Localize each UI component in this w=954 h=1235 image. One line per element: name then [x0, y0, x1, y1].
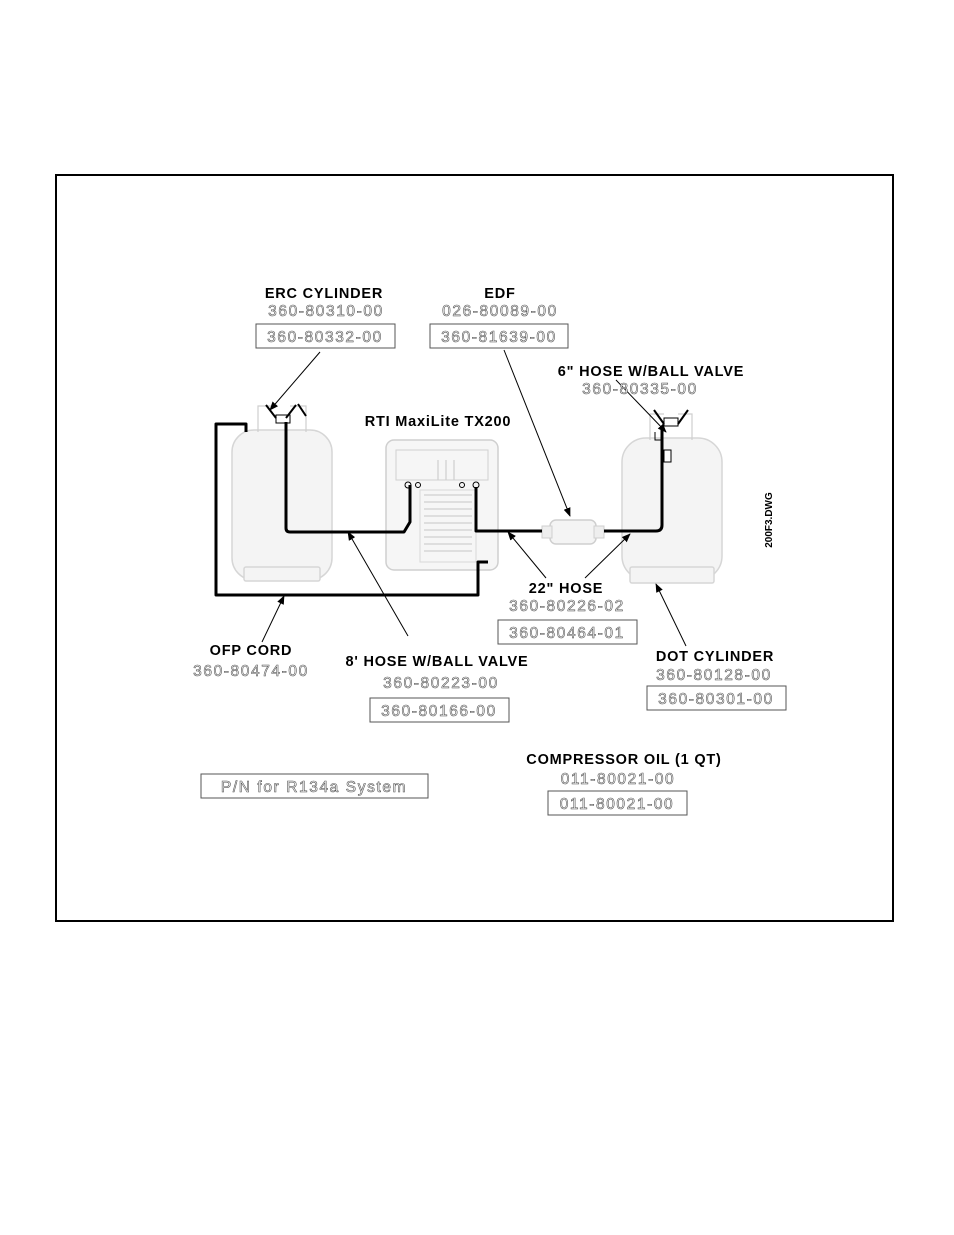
hose-22in-line [474, 487, 542, 533]
ofp-cord-title: OFP CORD [210, 643, 293, 659]
hose-8ft-line [284, 422, 412, 534]
legend-note: P/N for R134a System [221, 779, 407, 796]
hose-6in-line [604, 426, 664, 533]
compressor-oil-title: COMPRESSOR OIL (1 QT) [526, 752, 721, 768]
hose-22in-pn1: 360-80226-02 [509, 598, 625, 615]
hose-22in-title: 22" HOSE [529, 581, 604, 597]
hose-6in-pn1: 360-80335-00 [582, 381, 698, 398]
erc-cylinder-drawing [231, 403, 333, 582]
machine-drawing [385, 439, 499, 571]
edf-title: EDF [484, 286, 515, 302]
hose-22in-pn2: 360-80464-01 [509, 625, 625, 642]
dot-cylinder-title: DOT CYLINDER [656, 649, 774, 665]
drawing-id: 200F3.DWG [764, 492, 775, 548]
erc-cylinder-title: ERC CYLINDER [265, 286, 383, 302]
machine-title: RTI MaxiLite TX200 [365, 414, 512, 430]
edf-filter-drawing [541, 519, 605, 545]
dot-cylinder-drawing [621, 409, 723, 584]
compressor-oil-pn2: 011-80021-00 [560, 796, 675, 813]
dot-cylinder-pn1: 360-80128-00 [656, 667, 772, 684]
edf-pn2: 360-81639-00 [441, 329, 557, 346]
diagram-border [55, 174, 894, 922]
hose-8ft-pn2: 360-80166-00 [381, 703, 497, 720]
ofp-cord-pn1: 360-80474-00 [193, 663, 309, 680]
edf-pn1: 026-80089-00 [442, 303, 558, 320]
hose-8ft-title: 8' HOSE W/BALL VALVE [346, 654, 529, 670]
dot-cylinder-pn2: 360-80301-00 [658, 691, 774, 708]
ofp-cord-line [214, 422, 488, 597]
hose-8ft-pn1: 360-80223-00 [383, 675, 499, 692]
compressor-oil-pn1: 011-80021-00 [561, 771, 676, 788]
hose-6in-title: 6" HOSE W/BALL VALVE [558, 364, 744, 380]
erc-cylinder-pn1: 360-80310-00 [268, 303, 384, 320]
erc-cylinder-pn2: 360-80332-00 [267, 329, 383, 346]
